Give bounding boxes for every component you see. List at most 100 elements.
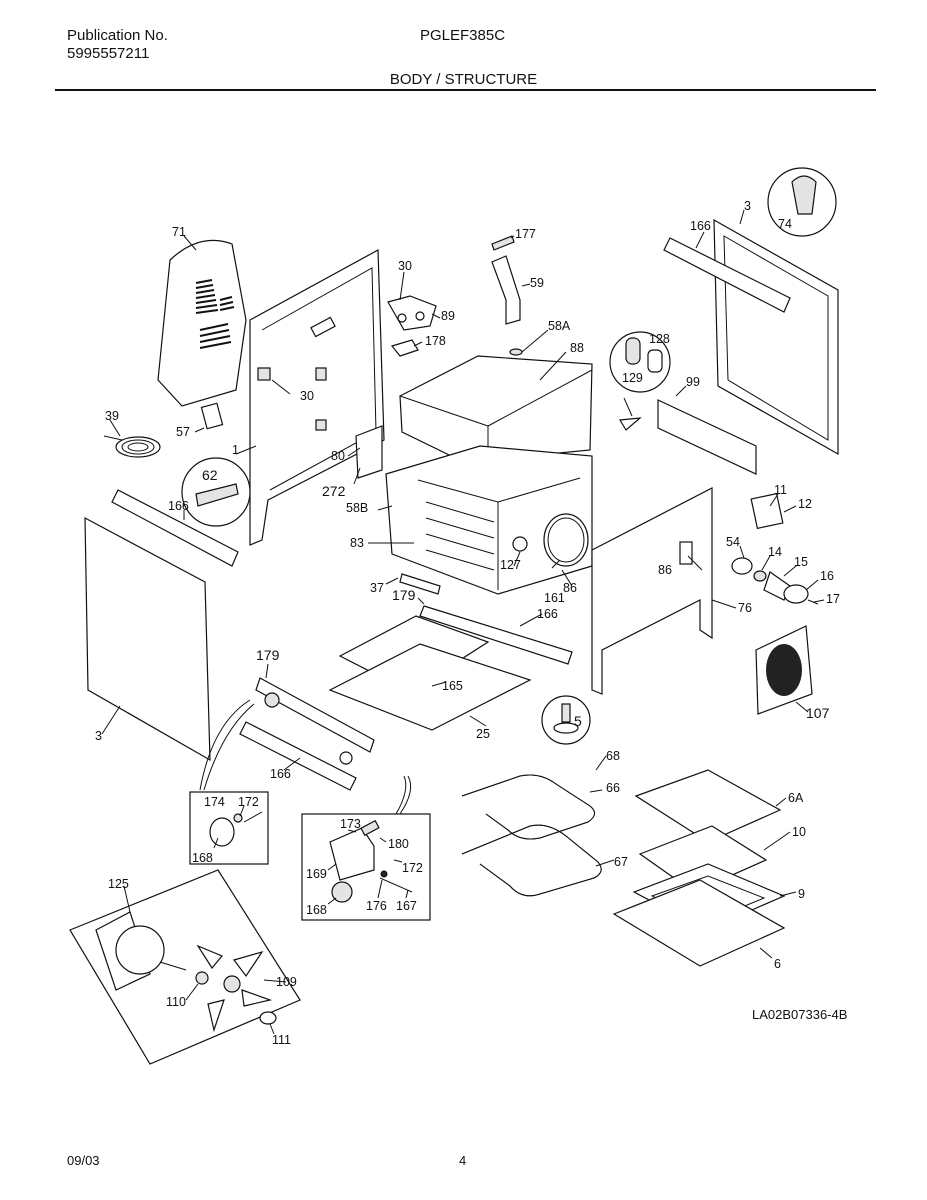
- inset-convection-fan: [69, 869, 301, 1065]
- part-57-bracket: [200, 402, 224, 430]
- header-rule: [55, 89, 876, 91]
- part-11-switch: [750, 492, 784, 530]
- publication-label: Publication No.: [67, 27, 168, 44]
- part-165-drawer-bottom: [328, 615, 532, 731]
- part-177-spring: [491, 235, 515, 251]
- part-1-back-panel: [249, 249, 385, 546]
- callout-6: 6: [774, 957, 781, 971]
- callout-180: 180: [388, 837, 409, 851]
- inset-drawer-bracket-parts: [301, 813, 431, 921]
- callout-11: 11: [774, 483, 787, 497]
- callout-labels: 71 30 89 177 59 166 3 74 178 58A 88 128 …: [95, 199, 840, 1047]
- callout-25: 25: [476, 727, 490, 741]
- callout-110: 110: [166, 995, 186, 1009]
- callout-88: 88: [570, 341, 584, 355]
- callout-179b: 179: [256, 647, 280, 663]
- part-59-vent-tube: [491, 255, 521, 325]
- part-166-drawer-rail: [399, 573, 573, 665]
- callout-128: 128: [649, 332, 670, 346]
- part-166-lower-rail: [239, 692, 357, 791]
- callout-129: 129: [622, 371, 643, 385]
- part-5-leveling-leg: [541, 695, 591, 745]
- callout-9: 9: [798, 887, 805, 901]
- part-74-knob: [767, 167, 837, 237]
- callout-10: 10: [792, 825, 806, 839]
- callout-5: 5: [574, 713, 582, 729]
- part-54-17-control-knobs: [731, 557, 819, 605]
- callout-172b: 172: [402, 861, 423, 875]
- part-178-bracket: [390, 339, 419, 357]
- callout-80: 80: [331, 449, 345, 463]
- callout-168: 168: [192, 851, 213, 865]
- callout-125: 125: [108, 877, 129, 891]
- section-title: BODY / STRUCTURE: [389, 71, 538, 88]
- callout-15: 15: [794, 555, 808, 569]
- callout-178: 178: [425, 334, 446, 348]
- part-166-trim-left: [111, 489, 239, 567]
- callout-30: 30: [398, 259, 412, 273]
- part-107-fan-grille: [755, 625, 813, 715]
- callout-37: 37: [370, 581, 384, 595]
- callout-17: 17: [826, 592, 840, 606]
- callout-177: 177: [515, 227, 536, 241]
- callout-173: 173: [340, 817, 361, 831]
- callout-109: 109: [276, 975, 297, 989]
- callout-74: 74: [778, 217, 792, 231]
- callout-168b: 168: [306, 903, 327, 917]
- part-71-rear-cover: [157, 239, 247, 407]
- callout-68: 68: [606, 749, 620, 763]
- callout-174: 174: [204, 795, 225, 809]
- callout-99: 99: [686, 375, 700, 389]
- callout-167: 167: [396, 899, 417, 913]
- callout-272: 272: [322, 483, 346, 499]
- callout-111: 111: [272, 1033, 291, 1047]
- callout-166b: 166: [168, 499, 189, 513]
- part-3-side-panel-left: [84, 516, 211, 762]
- pointer-arrows: [199, 397, 642, 815]
- part-3-door-frame: [713, 218, 839, 456]
- callout-86: 86: [563, 581, 577, 595]
- callout-59: 59: [530, 276, 544, 290]
- callout-30b: 30: [300, 389, 314, 403]
- footer-page-number: 4: [459, 1153, 467, 1168]
- callout-71: 71: [172, 225, 186, 239]
- part-76-side-panel-right: [591, 487, 713, 695]
- callout-58b: 58B: [346, 501, 368, 515]
- part-39-power-cord: [103, 435, 161, 458]
- part-179-drawer-rail: [255, 677, 375, 753]
- callout-86b: 86: [658, 563, 672, 577]
- callout-67: 67: [614, 855, 628, 869]
- part-80-bracket: [355, 425, 383, 479]
- part-62-terminal-block: [181, 457, 251, 527]
- callout-169: 169: [306, 867, 327, 881]
- publication-number: 5995557211: [67, 45, 150, 62]
- callout-3b: 3: [95, 729, 102, 743]
- callout-83: 83: [350, 536, 364, 550]
- callout-127: 127: [500, 558, 521, 572]
- callout-16: 16: [820, 569, 834, 583]
- part-6-oven-rack: [612, 879, 786, 967]
- part-166-trim-right: [663, 237, 791, 313]
- callout-66: 66: [606, 781, 620, 795]
- callout-6a: 6A: [788, 791, 804, 805]
- callout-76: 76: [738, 601, 752, 615]
- callout-12: 12: [798, 497, 812, 511]
- part-6a-oven-rack: [634, 769, 782, 843]
- callout-3: 3: [744, 199, 751, 213]
- callout-62: 62: [202, 467, 218, 483]
- callout-179: 179: [392, 587, 416, 603]
- callout-57: 57: [176, 425, 190, 439]
- callout-166c: 166: [537, 607, 558, 621]
- callout-107: 107: [806, 705, 830, 721]
- part-67-broil-element: [461, 824, 602, 897]
- part-99-heat-shield: [657, 399, 757, 475]
- callout-58a: 58A: [548, 319, 571, 333]
- callout-176: 176: [366, 899, 387, 913]
- callout-89: 89: [441, 309, 455, 323]
- footer-date: 09/03: [67, 1153, 100, 1168]
- callout-166: 166: [690, 219, 711, 233]
- callout-166d: 166: [270, 767, 291, 781]
- model-number: PGLEF385C: [420, 27, 506, 44]
- callout-172: 172: [238, 795, 259, 809]
